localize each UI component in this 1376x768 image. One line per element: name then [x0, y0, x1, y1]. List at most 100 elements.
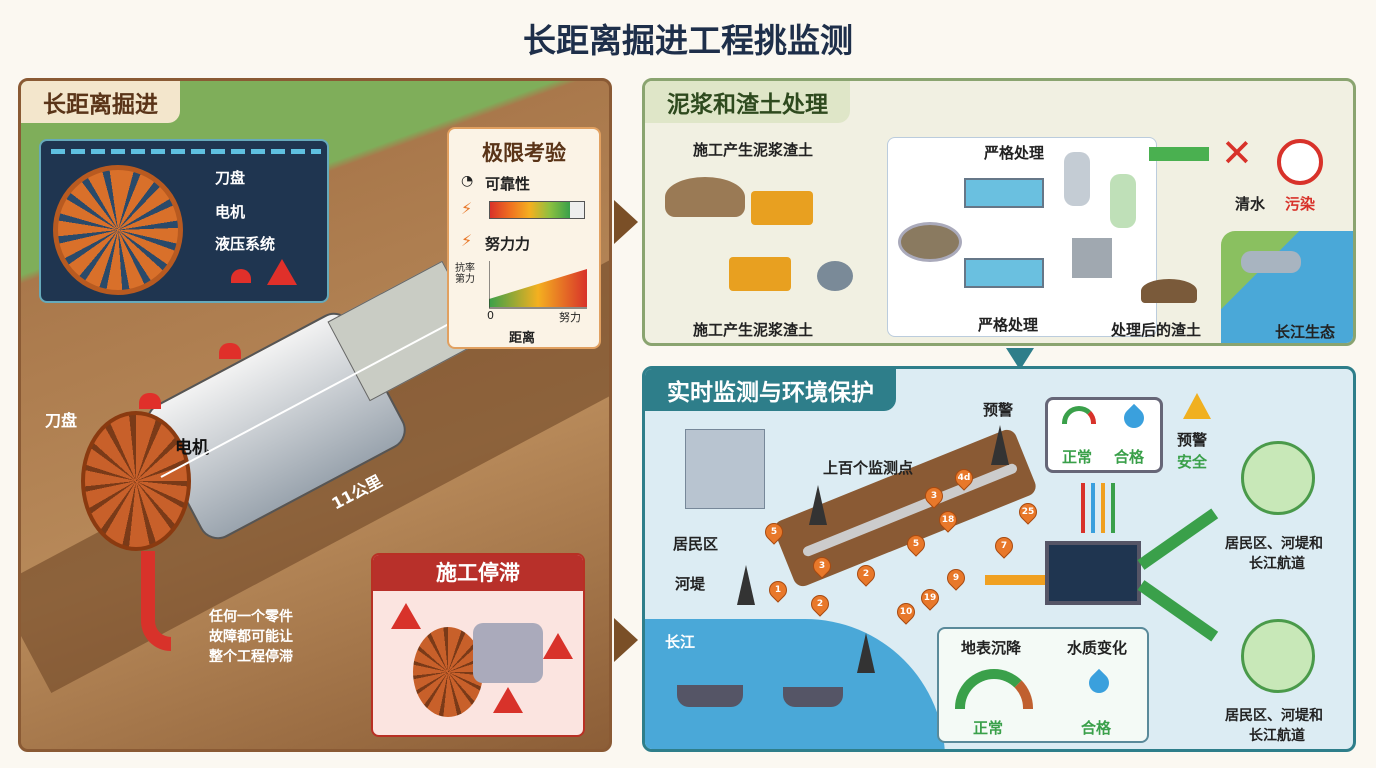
target-label: 居民区、河堤和 — [1225, 708, 1323, 724]
signal-tower-icon — [809, 485, 827, 525]
target-label: 居民区、河堤和 — [1225, 536, 1323, 552]
target-label: 长江航道 — [1249, 556, 1305, 572]
points-label: 上百个监测点 — [823, 459, 914, 477]
silo-icon — [1064, 152, 1090, 206]
x-end: 努力 — [559, 311, 581, 324]
dump-truck-icon — [751, 191, 813, 225]
warning-icon — [1183, 393, 1211, 419]
settlement-label: 地表沉降 — [961, 639, 1022, 657]
warning-icon — [391, 603, 421, 629]
safe-label: 安全 — [1177, 453, 1208, 471]
normal-label: 正常 — [973, 719, 1004, 737]
monitor-marker[interactable]: 2 — [807, 591, 833, 617]
ship-icon — [677, 685, 743, 707]
monitor-marker[interactable]: 1 — [765, 577, 791, 603]
water-drop-icon — [1084, 668, 1114, 698]
target-label: 长江航道 — [1249, 728, 1305, 744]
cross-icon: ✕ — [1221, 131, 1253, 175]
gauge-icon: ◔ — [461, 173, 474, 189]
x-origin: 0 — [487, 309, 494, 322]
data-flow-arrow — [985, 575, 1045, 585]
status-screen: 正常 合格 — [1045, 397, 1163, 473]
card-title: 施工停滞 — [373, 555, 583, 591]
source-label: 施工产生泥浆渣土 — [693, 141, 814, 159]
reliability-bar — [489, 201, 585, 219]
flow-arrow — [614, 200, 638, 244]
component-inset: 刀盘 电机 液压系统 — [39, 139, 329, 303]
treated-label: 处理后的渣土 — [1111, 321, 1202, 339]
stall-card: 施工停滞 — [371, 553, 585, 737]
alarm-light-icon — [219, 343, 241, 359]
data-flow-arrow — [1101, 483, 1105, 533]
settling-tank-icon — [898, 222, 962, 262]
green-arrow — [1137, 580, 1219, 642]
data-flow-arrow — [1091, 483, 1095, 533]
process-label: 严格处理 — [978, 316, 1039, 334]
city-buildings-icon — [685, 429, 765, 509]
warning-icon — [543, 633, 573, 659]
clean-water-label: 清水 — [1235, 195, 1266, 213]
green-arrow — [1137, 508, 1219, 570]
source-label: 施工产生泥浆渣土 — [693, 321, 814, 339]
silo-icon — [1110, 174, 1136, 228]
alarm-light-icon — [139, 393, 161, 409]
lightning-icon: ⚡ — [461, 231, 473, 250]
long-distance-panel: 长距离掘进 刀盘 电机 液压系统 刀盘 电机 11公里 极限考验 ◔ 可靠性 ⚡… — [18, 78, 612, 752]
label-hydraulic: 液压系统 — [215, 235, 276, 253]
ship-icon — [783, 687, 843, 707]
no-pollution-icon — [1277, 139, 1323, 185]
stalled-tbm-body — [473, 623, 543, 683]
lightning-icon: ⚡ — [461, 199, 473, 218]
detail-box: 地表沉降 水质变化 正常 合格 — [937, 627, 1149, 743]
alarm-light-icon — [231, 269, 251, 283]
failure-line: 故障都可能让 — [209, 629, 293, 645]
monitoring-computer-icon — [1045, 541, 1141, 605]
card-title: 极限考验 — [482, 141, 566, 165]
warning-icon — [493, 687, 523, 713]
signal-tower-icon — [857, 633, 875, 673]
green-arrow — [1149, 147, 1209, 161]
failure-arrow — [141, 551, 171, 651]
monitor-marker[interactable]: 2 — [853, 561, 879, 587]
x-axis-label: 距离 — [509, 331, 536, 346]
down-arrow — [1006, 348, 1034, 370]
panel-header: 长距离掘进 — [21, 81, 180, 123]
levee-label: 河堤 — [675, 575, 706, 593]
filter-press-icon — [1072, 238, 1112, 278]
inset-stripe — [51, 149, 321, 154]
outflow-pipe-icon — [1241, 251, 1301, 273]
extreme-test-card: 极限考验 ◔ 可靠性 ⚡ ⚡ 努力力 抗率 第力 0 努力 距离 — [447, 127, 601, 349]
monitor-marker[interactable]: 19 — [917, 585, 943, 611]
qualified-label: 合格 — [1081, 719, 1112, 737]
monitor-marker[interactable]: 25 — [1015, 499, 1041, 525]
monitor-marker[interactable]: 10 — [893, 599, 919, 625]
residential-target-icon — [1241, 441, 1315, 515]
residential-label: 居民区 — [673, 535, 719, 553]
river-label: 长江 — [665, 633, 696, 651]
pump-icon — [817, 261, 853, 291]
qualified-label: 合格 — [1114, 448, 1145, 466]
failure-text: 任何一个零件 故障都可能让 整个工程停滞 — [209, 607, 293, 667]
gauge-icon — [1062, 406, 1096, 424]
effort-label: 努力力 — [485, 235, 531, 253]
monitor-marker[interactable]: 7 — [991, 533, 1017, 559]
monitor-marker[interactable]: 9 — [943, 565, 969, 591]
mud-pile-icon — [665, 177, 745, 217]
pollution-label: 污染 — [1285, 195, 1316, 213]
ecology-label: 长江生态 — [1275, 323, 1336, 341]
slurry-panel: 泥浆和渣土处理 施工产生泥浆渣土 施工产生泥浆渣土 严格处理 严格处理 处理后的… — [642, 78, 1356, 346]
warning-icon — [267, 259, 297, 285]
residential-target-icon — [1241, 619, 1315, 693]
cutter-disc-icon — [53, 165, 183, 295]
warning-label: 预警 — [1177, 431, 1208, 449]
signal-tower-icon — [737, 565, 755, 605]
reliability-label: 可靠性 — [485, 175, 531, 193]
river-ecology-icon — [1221, 231, 1353, 343]
panel-header: 实时监测与环境保护 — [645, 369, 896, 411]
failure-line: 任何一个零件 — [209, 609, 293, 625]
stalled-tbm-icon — [413, 627, 483, 717]
water-quality-label: 水质变化 — [1067, 639, 1128, 657]
process-label: 严格处理 — [984, 144, 1045, 162]
data-flow-arrow — [1081, 483, 1085, 533]
water-tank-icon — [964, 258, 1044, 288]
